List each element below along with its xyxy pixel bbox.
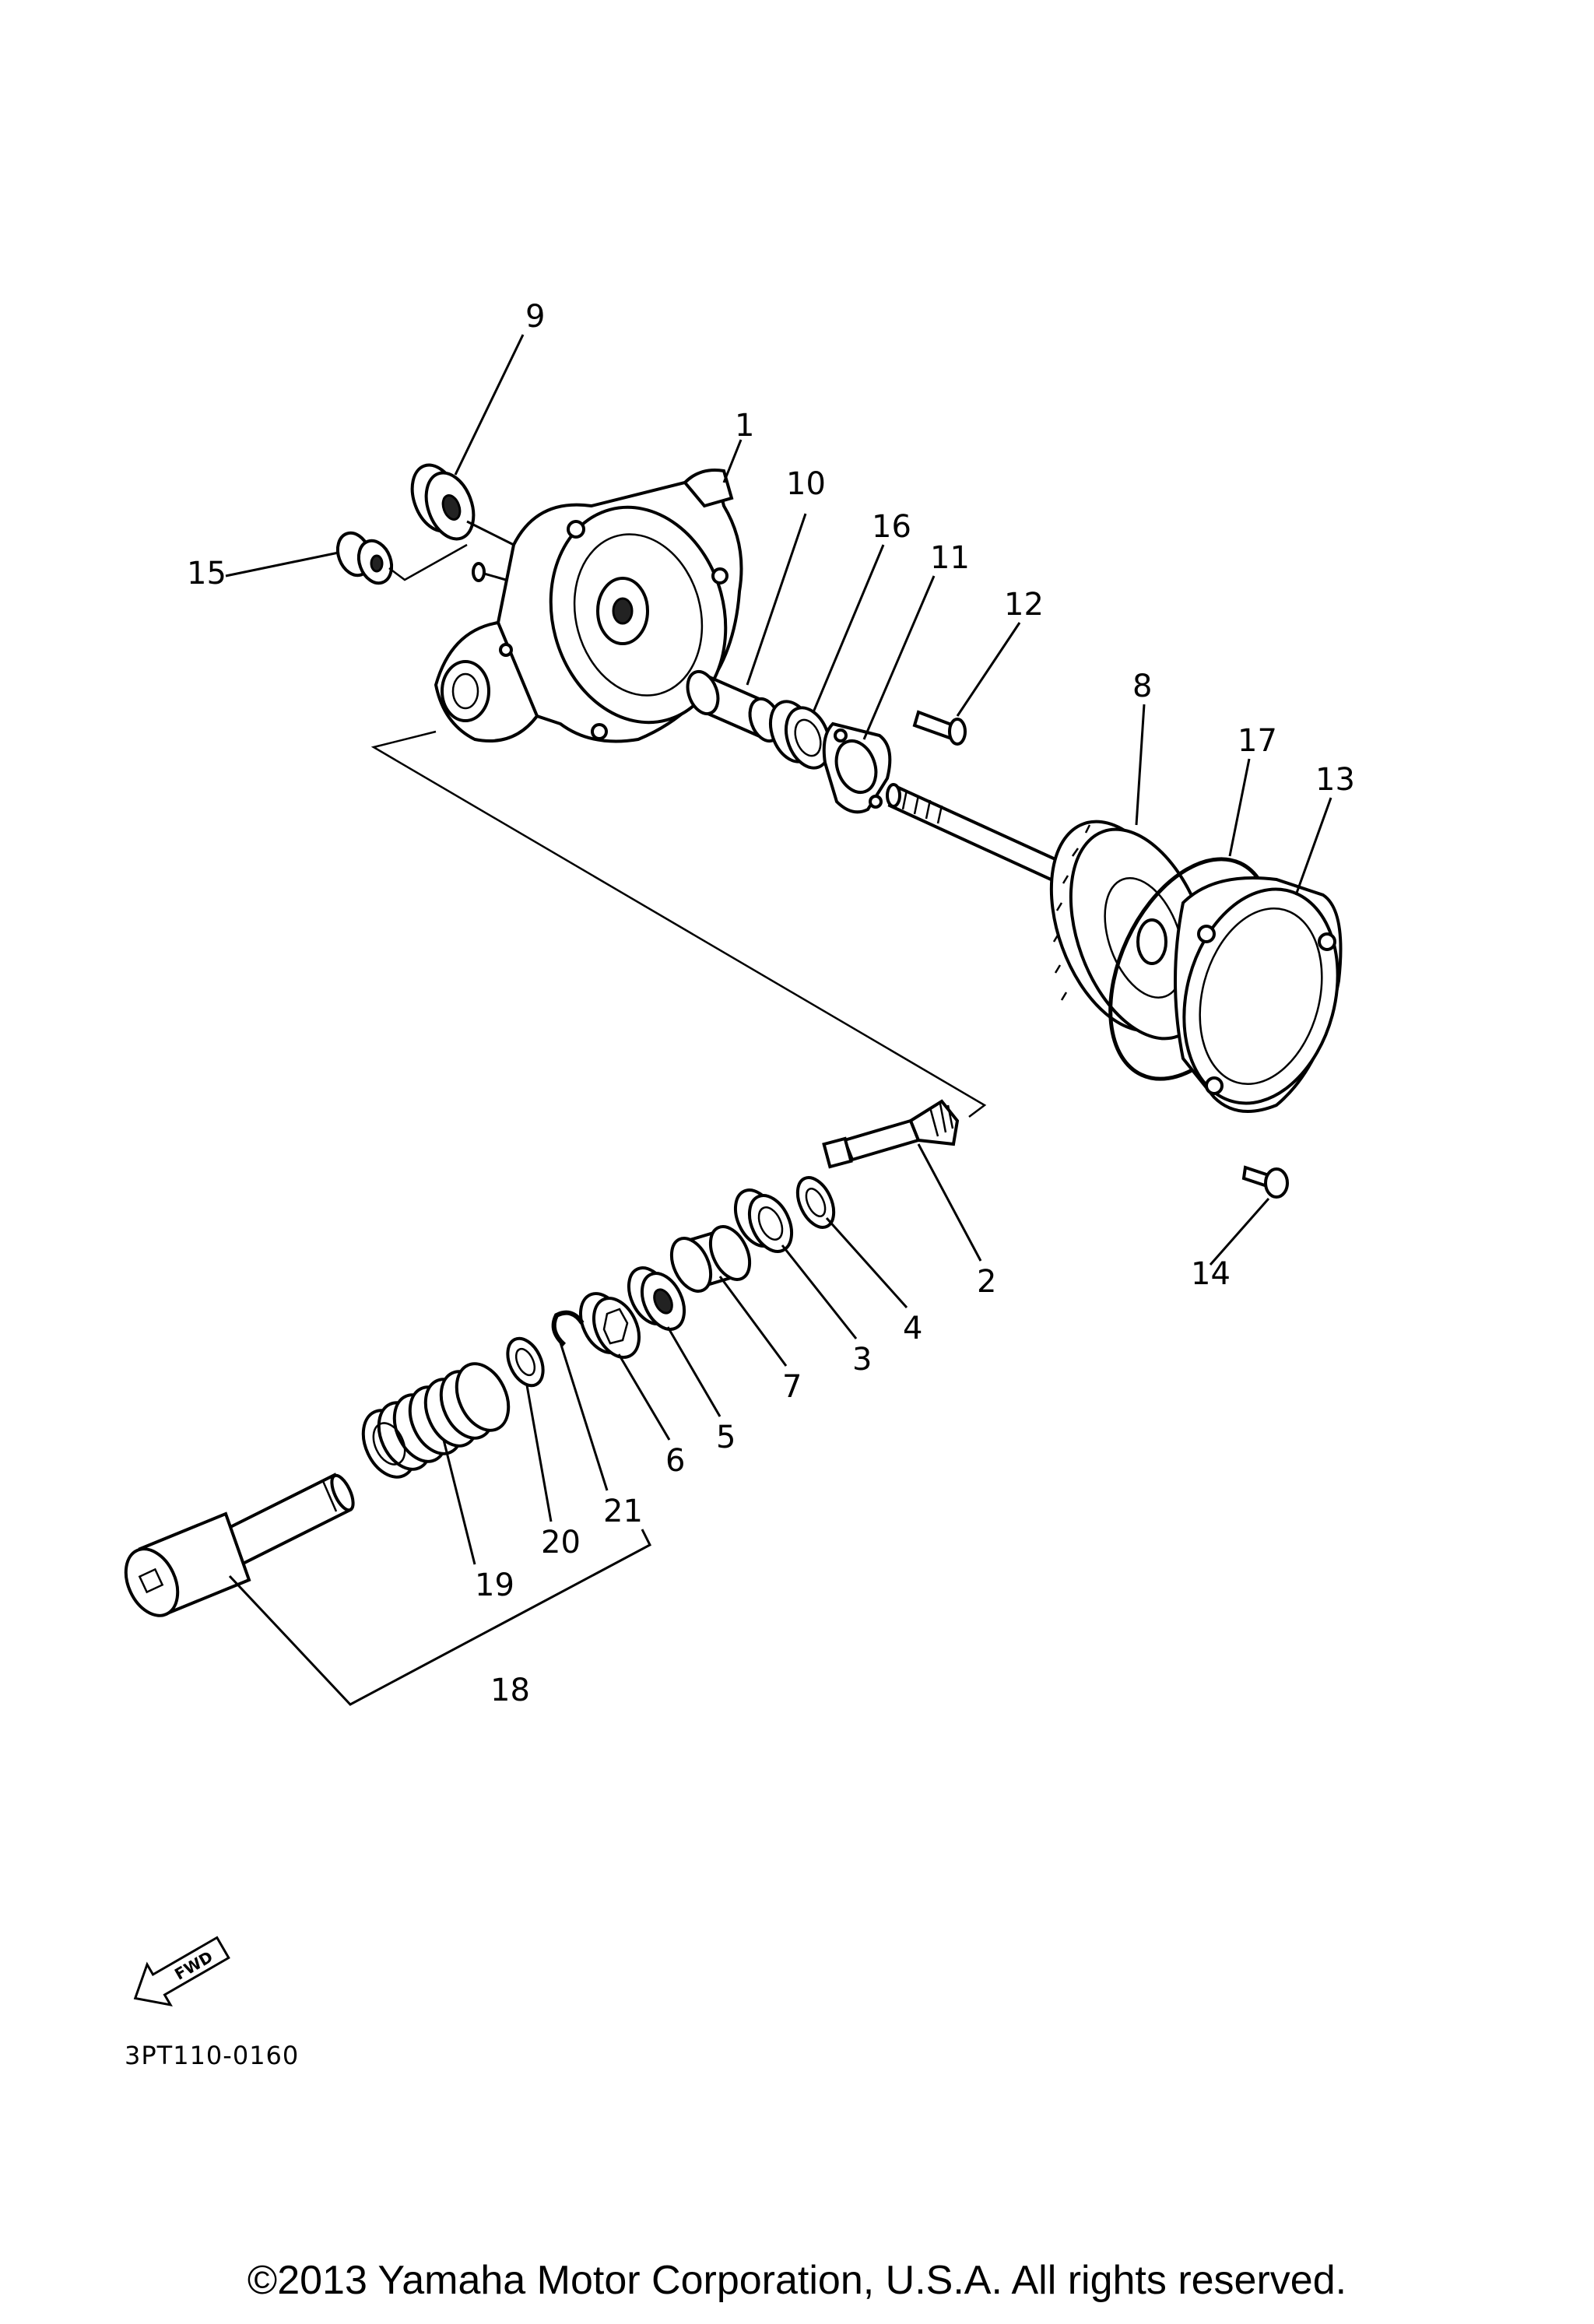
callout-6: 6 — [665, 1443, 685, 1479]
callout-12: 12 — [1004, 587, 1044, 623]
assembly-link-line — [370, 730, 987, 1118]
part-18-drive-shaft — [124, 1473, 355, 1617]
figure-code: 3PT110-0160 — [125, 2041, 299, 2070]
callout-11: 11 — [930, 540, 970, 576]
callout-19: 19 — [475, 1567, 514, 1603]
part-12-bolt — [912, 710, 967, 746]
copyright-notice: ©2013 Yamaha Motor Corporation, U.S.A. A… — [247, 2258, 1347, 2303]
part-7-sleeve — [669, 1225, 752, 1293]
callout-8: 8 — [1132, 669, 1152, 704]
callout-7: 7 — [782, 1369, 802, 1405]
callout-4: 4 — [903, 1311, 922, 1346]
fwd-arrow-icon: FWD — [133, 1936, 230, 2007]
callout-labels: 9 1 10 16 11 12 8 17 13 14 15 2 4 3 7 5 … — [187, 299, 1355, 1708]
part-20-washer — [506, 1336, 545, 1388]
callout-16: 16 — [872, 509, 911, 545]
part-1-gear-case — [434, 469, 743, 743]
callout-10: 10 — [786, 466, 826, 502]
part-15-collar — [335, 531, 468, 585]
group-bracket-18 — [228, 1529, 651, 1706]
leader-lines — [225, 334, 1332, 1565]
part-5-bearing — [627, 1266, 686, 1331]
part-6-nut — [578, 1292, 641, 1359]
callout-20: 20 — [541, 1525, 581, 1560]
callout-15: 15 — [187, 556, 226, 592]
callout-9: 9 — [525, 299, 545, 335]
part-9-bearing — [410, 463, 514, 546]
part-13-cover — [1174, 876, 1343, 1113]
callout-2: 2 — [977, 1264, 996, 1300]
callout-18: 18 — [490, 1673, 530, 1708]
part-14-screw — [1241, 1165, 1289, 1199]
callout-17: 17 — [1238, 723, 1277, 759]
callout-3: 3 — [852, 1342, 872, 1378]
part-21-circlip — [551, 1310, 585, 1347]
callout-5: 5 — [716, 1420, 736, 1455]
callout-13: 13 — [1315, 762, 1355, 798]
part-2-drive-pinion — [822, 1099, 960, 1169]
part-19-spring — [361, 1362, 511, 1479]
part-3-bearing — [733, 1188, 794, 1253]
callout-21: 21 — [603, 1494, 643, 1529]
part-11-plate — [822, 721, 892, 814]
callout-14: 14 — [1191, 1256, 1231, 1292]
part-4-washer — [795, 1176, 836, 1229]
callout-1: 1 — [735, 408, 754, 444]
part-10-spacer — [686, 669, 782, 743]
